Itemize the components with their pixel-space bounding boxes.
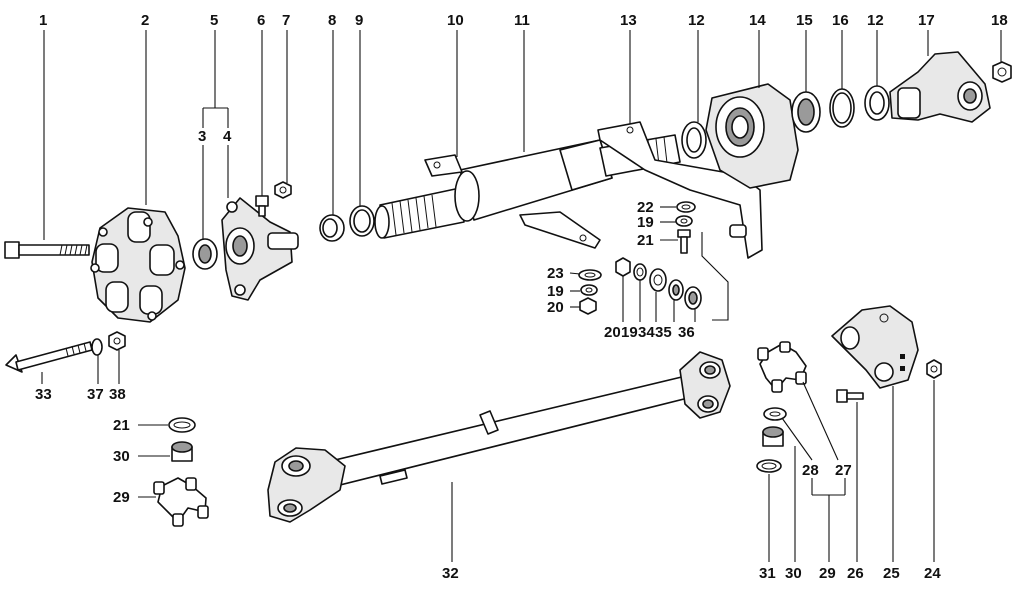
label-19a: 19 (637, 214, 654, 231)
washer-34 (649, 268, 667, 292)
label-17: 17 (918, 12, 935, 29)
label-4: 4 (223, 128, 232, 145)
part-25-mount-bracket (831, 305, 919, 389)
nut-20a (579, 297, 597, 315)
washer-22 (676, 201, 696, 213)
washer-19a (675, 215, 693, 227)
label-34: 34 (638, 324, 655, 341)
label-29b: 29 (819, 565, 836, 582)
bolt-21a (677, 229, 691, 254)
label-13: 13 (620, 12, 637, 29)
leader-lines (41, 30, 1002, 562)
part-29-spider-left (153, 477, 209, 527)
part-12-ring (681, 121, 707, 159)
label-5: 5 (210, 12, 218, 29)
part-2-flex-coupling (90, 207, 186, 323)
label-19b: 19 (547, 283, 564, 300)
label-10: 10 (447, 12, 464, 29)
label-30a: 30 (113, 448, 130, 465)
washer-19b (580, 284, 598, 296)
label-12a: 12 (688, 12, 705, 29)
label-3: 3 (198, 128, 206, 145)
part-21-clip-left (168, 417, 196, 433)
part-3-bush (192, 238, 218, 270)
part-18-nut (992, 61, 1012, 83)
part-37-washer (91, 338, 103, 356)
label-1: 1 (39, 12, 47, 29)
label-33: 33 (35, 386, 52, 403)
label-8: 8 (328, 12, 336, 29)
part-30-cup-left (171, 441, 193, 462)
label-24: 24 (924, 565, 941, 582)
label-38: 38 (109, 386, 126, 403)
label-18: 18 (991, 12, 1008, 29)
part-38-nut (108, 331, 126, 351)
part-4-flange-yoke (221, 197, 299, 301)
part-13-support-bracket (597, 121, 763, 259)
part-30-cup-right (762, 426, 784, 447)
label-11: 11 (514, 12, 530, 29)
label-12b: 12 (867, 12, 884, 29)
part-28-washer-right (763, 407, 787, 421)
part-12-ring-b (864, 85, 890, 121)
part-31-clip-right (756, 459, 782, 473)
part-16-circlip (829, 88, 855, 128)
part-17-yoke (889, 51, 991, 123)
label-37: 37 (87, 386, 104, 403)
label-29a: 29 (113, 489, 130, 506)
label-7: 7 (282, 12, 290, 29)
label-6: 6 (257, 12, 265, 29)
label-36: 36 (678, 324, 695, 341)
part-14-bearing-housing (705, 83, 799, 189)
washer-19c (633, 263, 647, 281)
part-24-nut (926, 359, 942, 379)
label-25: 25 (883, 565, 900, 582)
label-22: 22 (637, 199, 654, 216)
label-31: 31 (759, 565, 776, 582)
label-26: 26 (847, 565, 864, 582)
bush-35 (668, 279, 684, 301)
label-21b: 21 (113, 417, 130, 434)
part-15-bearing (791, 91, 821, 133)
part-27-spider-right (757, 341, 807, 393)
label-32: 32 (442, 565, 459, 582)
label-35: 35 (655, 324, 672, 341)
label-2: 2 (141, 12, 149, 29)
part-33-bolt (5, 341, 93, 373)
part-7-nut (274, 181, 292, 199)
part-26-bolt (836, 389, 864, 403)
label-16: 16 (832, 12, 849, 29)
label-28: 28 (802, 462, 819, 479)
part-10-11-shaft-tube (374, 134, 681, 249)
label-15: 15 (796, 12, 813, 29)
label-20b: 20 (604, 324, 621, 341)
part-8-ring (319, 214, 345, 242)
nut-20b (615, 257, 631, 277)
label-20a: 20 (547, 299, 564, 316)
label-21a: 21 (637, 232, 654, 249)
washer-23 (578, 269, 602, 281)
label-27: 27 (835, 462, 852, 479)
part-1-bolt (4, 241, 90, 259)
part-9-circlip (349, 205, 375, 237)
label-9: 9 (355, 12, 363, 29)
part-labels: 1 2 5 3 4 6 7 8 9 10 11 13 12 14 15 16 1… (35, 12, 1008, 582)
part-32-propeller-shaft (267, 351, 731, 523)
label-23: 23 (547, 265, 564, 282)
label-19c: 19 (621, 324, 638, 341)
bush-36 (684, 286, 702, 310)
label-14: 14 (749, 12, 766, 29)
label-30b: 30 (785, 565, 802, 582)
